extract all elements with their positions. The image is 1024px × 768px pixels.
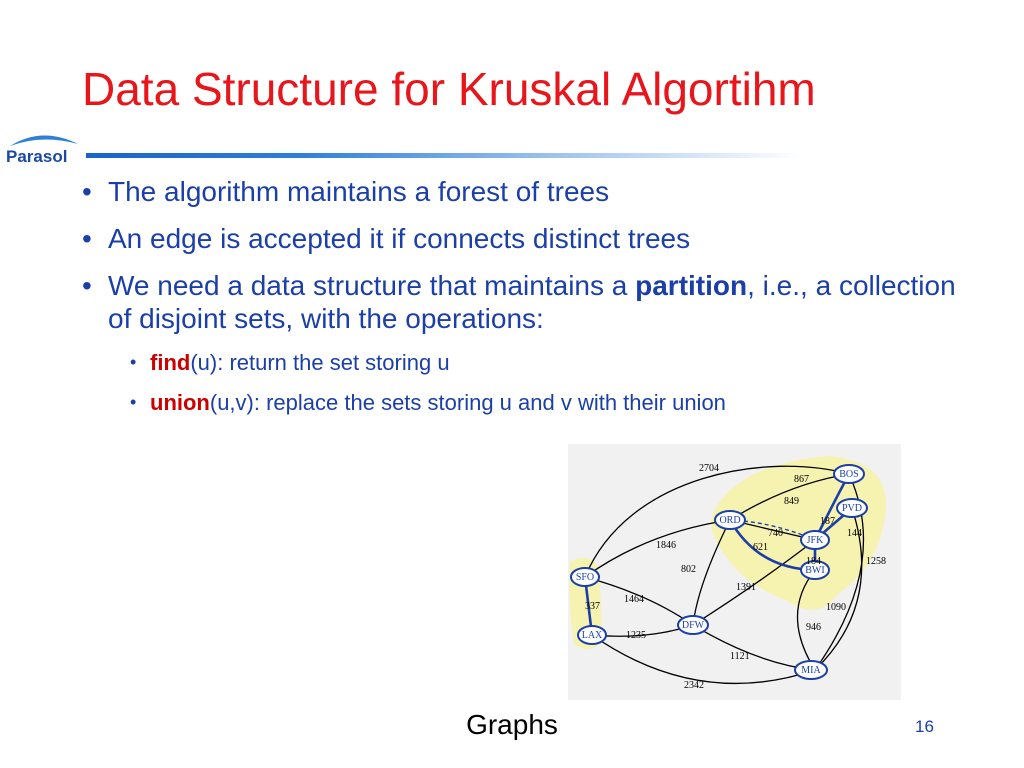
- edge-weight-label: 1464: [624, 594, 644, 605]
- slide-footer: Graphs: [466, 709, 558, 740]
- bullet-list: • The algorithm maintains a forest of tr…: [80, 175, 980, 429]
- edge-weight-label: 849: [784, 496, 799, 507]
- bullet-item: • We need a data structure that maintain…: [80, 269, 980, 335]
- edge-weight-label: 1121: [730, 651, 750, 662]
- kruskal-graph-figure: BOS PVD ORD JFK BWI SFO LAX DFW MIA 2704…: [568, 444, 901, 700]
- edge-weight-label: 337: [585, 601, 600, 612]
- bullet-dot: •: [82, 223, 92, 254]
- edge-weight-label: 1235: [626, 630, 646, 641]
- sub-bullet-text: (u): return the set storing u: [190, 350, 450, 375]
- slide-title: Data Structure for Kruskal Algortihm: [82, 63, 816, 115]
- edge-weight-label: 740: [768, 528, 783, 539]
- edge-weight-label: 187: [820, 516, 835, 527]
- sub-bullet-text: (u,v): replace the sets storing u and v …: [209, 390, 726, 415]
- partition-keyword: partition: [635, 270, 748, 301]
- vertex-label: DFW: [682, 620, 705, 631]
- vertex-label: BWI: [805, 565, 824, 576]
- title-divider: [86, 153, 802, 158]
- sub-bullet-dot: •: [130, 392, 137, 412]
- bullet-dot: •: [82, 270, 92, 301]
- bullet-item: • The algorithm maintains a forest of tr…: [80, 175, 980, 208]
- sub-bullet-item: • find(u): return the set storing u: [80, 349, 980, 376]
- vertex-label: ORD: [719, 515, 740, 526]
- edge-weight-label: 2342: [684, 680, 704, 691]
- edge-weight-label: 1090: [826, 602, 846, 613]
- svg-text:Parasol: Parasol: [6, 147, 67, 166]
- vertex-label: PVD: [842, 503, 862, 514]
- vertex-label: SFO: [576, 572, 594, 583]
- bullet-text: An edge is accepted it if connects disti…: [108, 223, 691, 254]
- edge-weight-label: 867: [794, 474, 809, 485]
- vertex-label: LAX: [582, 630, 603, 641]
- bullet-text-before: We need a data structure that maintains …: [108, 270, 636, 301]
- edge-weight-label: 802: [681, 564, 696, 575]
- bullet-item: • An edge is accepted it if connects dis…: [80, 222, 980, 255]
- edge-weight-label: 1258: [866, 556, 886, 567]
- highlight-northeast-region: [711, 456, 886, 610]
- union-keyword: union: [150, 390, 210, 415]
- edge-weight-label: 1846: [656, 540, 676, 551]
- edge-weight-label: 1391: [736, 582, 756, 593]
- find-keyword: find: [150, 350, 191, 375]
- bullet-dot: •: [82, 176, 92, 207]
- edge-weight-label: 621: [753, 542, 768, 553]
- bullet-text-after: , i.e., a collection of disjoint sets, w…: [108, 270, 956, 334]
- sub-bullet-dot: •: [130, 352, 137, 372]
- vertex-label: BOS: [839, 469, 858, 480]
- sub-bullet-item: • union(u,v): replace the sets storing u…: [80, 389, 980, 416]
- bullet-text: The algorithm maintains a forest of tree…: [108, 176, 610, 207]
- edge-weight-label: 144: [847, 528, 862, 539]
- edge-weight-label: 2704: [699, 463, 719, 474]
- edge-weight-label: 946: [806, 622, 821, 633]
- edge-weight-label: 184: [806, 556, 821, 567]
- parasol-logo: Parasol: [2, 126, 84, 172]
- page-number: 16: [915, 717, 934, 736]
- vertex-label: MIA: [801, 665, 821, 676]
- vertex-label: JFK: [807, 535, 824, 546]
